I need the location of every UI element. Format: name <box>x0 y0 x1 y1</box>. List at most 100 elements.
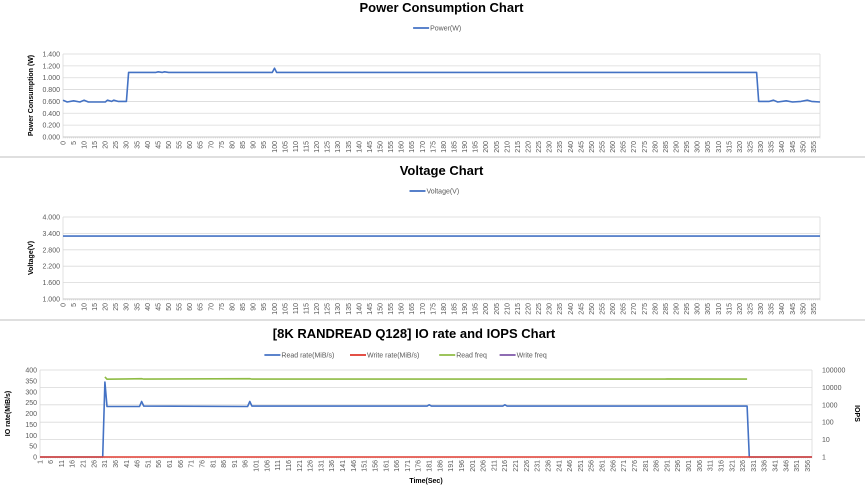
x-tick-label: 260 <box>610 141 617 153</box>
x-tick-label: 185 <box>451 141 458 153</box>
legend-item: Power(W) <box>413 26 461 33</box>
x-tick-label: 295 <box>684 303 691 315</box>
y-axis-title: IO rate(MiB/s) <box>5 391 12 437</box>
x-tick-label: 300 <box>695 141 702 153</box>
x-tick-label: 106 <box>264 460 271 472</box>
x-tick-label: 225 <box>536 141 543 153</box>
x-tick-label: 60 <box>187 141 194 149</box>
x-tick-label: 155 <box>388 303 395 315</box>
x-tick-label: 10 <box>81 303 88 311</box>
x-tick-label: 216 <box>502 460 509 472</box>
x-tick-label: 246 <box>567 460 574 472</box>
y-axis-title: Power Consumption (W) <box>28 55 35 136</box>
x-tick-label: 175 <box>430 303 437 315</box>
x-tick-label: 355 <box>811 141 818 153</box>
x-tick-label: 5 <box>71 303 78 307</box>
x-tick-label: 221 <box>513 460 520 472</box>
x-tick-label: 30 <box>124 303 131 311</box>
x-tick-label: 336 <box>762 460 769 472</box>
x-tick-label: 240 <box>568 141 575 153</box>
y2-tick-label: 1000 <box>822 402 838 409</box>
x-tick-label: 115 <box>303 141 310 152</box>
y-tick-label: 150 <box>25 422 37 429</box>
x-tick-label: 180 <box>441 141 448 153</box>
x-tick-label: 101 <box>254 460 261 472</box>
x-tick-label: 230 <box>547 303 554 315</box>
x-tick-label: 186 <box>437 460 444 472</box>
x-tick-label: 220 <box>525 303 532 315</box>
x-tick-label: 25 <box>113 141 120 149</box>
x-tick-label: 151 <box>362 460 369 472</box>
x-tick-label: 206 <box>481 460 488 472</box>
x-tick-label: 105 <box>282 141 289 153</box>
y2-tick-label: 10000 <box>822 385 842 392</box>
x-tick-label: 91 <box>232 460 239 468</box>
x-tick-label: 90 <box>251 141 258 149</box>
x-tick-label: 75 <box>219 303 226 311</box>
y-tick-label: 3.400 <box>42 231 60 238</box>
x-tick-label: 81 <box>210 460 217 468</box>
x-tick-label: 165 <box>409 303 416 315</box>
y-tick-label: 1.200 <box>42 63 60 70</box>
chart-title: [8K RANDREAD Q128] IO rate and IOPS Char… <box>273 326 556 341</box>
y-tick-label: 1.400 <box>42 52 60 59</box>
legend-item: Write rate(MiB/s) <box>350 353 419 360</box>
x-tick-label: 201 <box>470 460 477 472</box>
chart-title: Voltage Chart <box>400 163 484 178</box>
x-tick-label: 195 <box>473 141 480 153</box>
x-tick-label: 286 <box>654 460 661 472</box>
x-tick-label: 200 <box>483 303 490 315</box>
x-tick-label: 345 <box>790 141 797 153</box>
x-tick-label: 55 <box>177 303 184 311</box>
x-tick-label: 61 <box>167 460 174 468</box>
x-tick-label: 250 <box>589 141 596 153</box>
series-line <box>104 376 748 381</box>
y-tick-label: 250 <box>25 400 37 407</box>
x-tick-label: 301 <box>686 460 693 472</box>
x-tick-label: 355 <box>811 303 818 315</box>
x-tick-label: 16 <box>70 460 77 468</box>
legend-label: Read freq <box>456 353 487 360</box>
x-tick-label: 76 <box>199 460 206 468</box>
x-tick-label: 255 <box>600 141 607 153</box>
x-tick-label: 105 <box>282 303 289 315</box>
x-tick-label: 120 <box>314 141 321 153</box>
x-tick-label: 116 <box>286 460 293 471</box>
chart-title: Power Consumption Chart <box>360 0 525 15</box>
x-tick-label: 195 <box>473 303 480 315</box>
x-tick-label: 11 <box>59 460 66 467</box>
x-tick-label: 260 <box>610 303 617 315</box>
y2-axis-title: IOPS <box>853 405 860 422</box>
x-tick-label: 155 <box>388 141 395 153</box>
y-tick-label: 0 <box>33 455 37 462</box>
x-tick-label: 70 <box>208 303 215 311</box>
x-tick-label: 281 <box>643 460 650 472</box>
x-tick-label: 315 <box>726 141 733 153</box>
x-tick-label: 1 <box>37 460 44 464</box>
x-tick-label: 36 <box>113 460 120 468</box>
x-tick-label: 55 <box>177 141 184 149</box>
x-tick-label: 141 <box>340 460 347 472</box>
series-line <box>62 67 821 103</box>
y-tick-label: 350 <box>25 378 37 385</box>
x-tick-label: 110 <box>293 303 300 314</box>
y-tick-label: 2.800 <box>42 247 60 254</box>
x-tick-label: 126 <box>308 460 315 472</box>
x-tick-label: 271 <box>621 460 628 472</box>
x-tick-label: 261 <box>600 460 607 472</box>
x-tick-label: 25 <box>113 303 120 311</box>
x-tick-label: 265 <box>621 303 628 315</box>
y-tick-label: 100 <box>25 433 37 440</box>
x-tick-label: 170 <box>420 303 427 315</box>
x-tick-label: 190 <box>462 141 469 153</box>
x-tick-label: 226 <box>524 460 531 472</box>
x-tick-label: 325 <box>748 141 755 153</box>
x-tick-label: 191 <box>448 460 455 472</box>
x-tick-label: 56 <box>156 460 163 468</box>
x-tick-label: 40 <box>145 303 152 311</box>
x-tick-label: 51 <box>145 460 152 468</box>
x-tick-label: 275 <box>642 141 649 153</box>
x-tick-label: 10 <box>81 141 88 149</box>
x-tick-label: 70 <box>208 141 215 149</box>
x-tick-label: 120 <box>314 303 321 315</box>
